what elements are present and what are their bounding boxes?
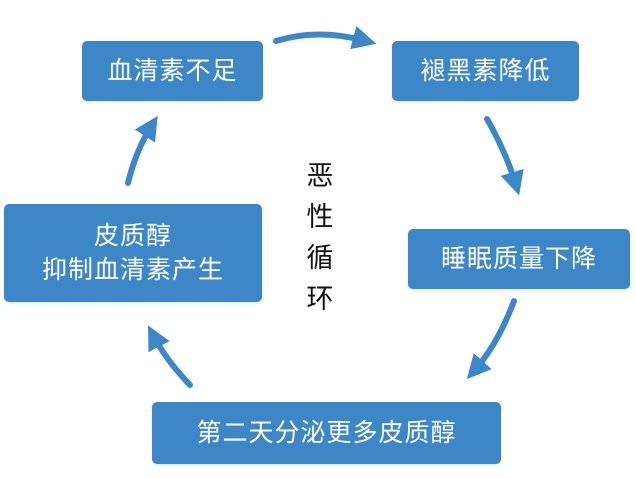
center-label-char: 循 [306,243,334,274]
node-cortisol-inhibits-line2: 抑制血清素产生 [41,255,224,284]
arrow-melatonin-to-sleep [484,116,524,196]
center-label-char: 恶 [306,161,334,192]
arrow-serotonin-to-melatonin [273,25,377,50]
arrow-cortisol-to-inhibit [148,325,193,388]
node-melatonin-low-text: 褪黑素降低 [420,56,551,86]
center-label-char: 环 [306,284,334,315]
node-serotonin-low: 血清素不足 [82,41,263,101]
node-serotonin-low-text: 血清素不足 [107,56,238,86]
node-cortisol-inhibits-line1: 皮质醇 [93,221,172,251]
center-label-char: 性 [306,202,334,233]
arrow-sleep-to-cortisol [466,298,517,380]
node-more-cortisol: 第二天分泌更多皮质醇 [152,402,501,464]
node-melatonin-low: 褪黑素降低 [392,41,579,101]
node-sleep-quality-down: 睡眠质量下降 [408,229,630,289]
arrow-inhibit-to-serotonin [125,115,158,186]
node-cortisol-inhibits: 皮质醇 抑制血清素产生 [4,204,262,302]
center-label-vicious-cycle: 恶 性 循 环 [301,163,339,313]
node-more-cortisol-text: 第二天分泌更多皮质醇 [196,418,457,448]
node-sleep-quality-down-text: 睡眠质量下降 [440,244,597,274]
